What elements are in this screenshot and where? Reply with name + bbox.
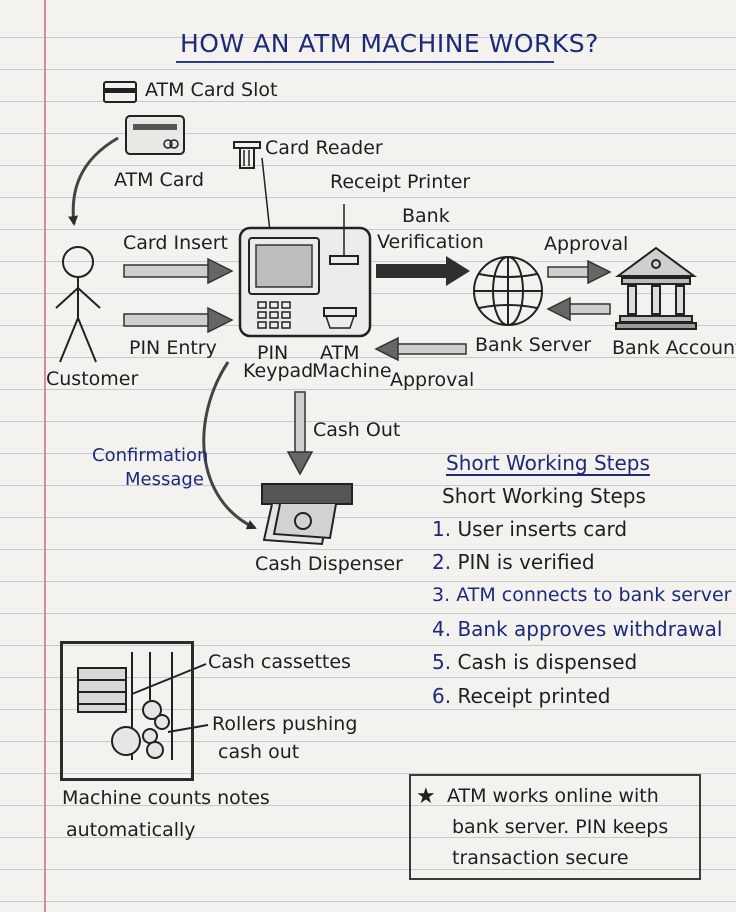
bank-server-globe-icon [473, 256, 543, 326]
rollers-label-2: cash out [218, 741, 300, 763]
note-line-3: transaction secure [452, 847, 629, 869]
step-text: ATM connects to bank server [456, 584, 732, 606]
step-number: 5. [432, 650, 452, 674]
customer-label: Customer [46, 368, 139, 390]
bank-account-building-icon [614, 246, 698, 330]
cash-dispenser-icon [261, 483, 353, 546]
rollers-icon [111, 700, 209, 759]
receipt-printer-label: Receipt Printer [330, 171, 471, 193]
atm-card-label: ATM Card [114, 169, 205, 191]
bank-account-label: Bank Account [612, 337, 736, 359]
machine-counts-label-1: Machine counts notes [62, 787, 270, 809]
card-slot-icon [103, 81, 137, 103]
cash-out-arrow [286, 391, 314, 476]
atm-card-icon [125, 115, 185, 155]
steps-heading-blue: Short Working Steps [446, 451, 650, 475]
confirmation-label-2: Message [125, 469, 204, 490]
atm-machine-label-2: Machine [312, 360, 392, 382]
note-box [409, 774, 701, 880]
approval-top-label: Approval [544, 233, 629, 255]
note-line-1: ATM works online with [447, 785, 659, 807]
page-title: HOW AN ATM MACHINE WORKS? [180, 29, 599, 58]
atm-card-slot-label: ATM Card Slot [145, 79, 278, 101]
pin-keypad-label-1: PIN [257, 342, 289, 364]
atm-machine-label-1: ATM [320, 342, 360, 364]
cash-out-label: Cash Out [313, 419, 401, 441]
title-underline [176, 61, 554, 63]
step-text: Cash is dispensed [457, 650, 638, 674]
list-item: 6. Receipt printed [432, 685, 611, 708]
bank-verification-label-2: Verification [377, 231, 484, 253]
step-text: Bank approves withdrawal [457, 617, 723, 641]
atm-machine-icon [238, 204, 372, 338]
machine-internals-box [60, 641, 194, 781]
confirmation-arrow [202, 361, 257, 530]
steps-heading: Short Working Steps [442, 484, 646, 508]
step-text: Receipt printed [457, 684, 611, 708]
star-icon: ★ [416, 784, 436, 809]
card-reader-label: Card Reader [265, 137, 383, 159]
step-text: PIN is verified [457, 550, 595, 574]
rollers-label-1: Rollers pushing [212, 713, 358, 735]
pin-entry-label: PIN Entry [129, 337, 217, 359]
confirmation-label-1: Confirmation [92, 445, 209, 466]
bank-server-label: Bank Server [475, 334, 592, 356]
bank-verification-label-1: Bank [402, 205, 450, 227]
list-item: 1. User inserts card [432, 518, 627, 541]
bank-verification-arrow [376, 256, 470, 286]
approval-return-arrow [374, 336, 467, 362]
list-item: 3. ATM connects to bank server [432, 584, 732, 607]
customer-figure [55, 246, 101, 363]
card-to-customer-arrow [68, 136, 119, 226]
list-item: 4. Bank approves withdrawal [432, 618, 722, 641]
step-number: 6. [432, 684, 452, 708]
step-text: User inserts card [457, 517, 628, 541]
pin-entry-arrow [123, 306, 234, 334]
list-item: 2. PIN is verified [432, 551, 595, 574]
step-number: 4. [432, 617, 452, 641]
approval-bottom-label: Approval [390, 369, 475, 391]
card-reader-icon [233, 141, 261, 169]
pin-keypad-label-2: Keypad [243, 360, 314, 382]
step-number: 2. [432, 550, 452, 574]
card-insert-label: Card Insert [123, 232, 228, 254]
step-number: 1. [432, 517, 452, 541]
note-line-2: bank server. PIN keeps [452, 816, 669, 838]
cash-cassettes-label: Cash cassettes [208, 651, 351, 673]
card-insert-arrow [123, 257, 234, 285]
card-reader-pointer [261, 157, 271, 233]
machine-counts-label-2: automatically [66, 819, 196, 841]
cash-dispenser-label: Cash Dispenser [255, 553, 403, 575]
approval-arrow-left [546, 296, 611, 322]
list-item: 5. Cash is dispensed [432, 651, 637, 674]
step-number: 3. [432, 584, 451, 606]
approval-arrow-right [547, 259, 612, 285]
